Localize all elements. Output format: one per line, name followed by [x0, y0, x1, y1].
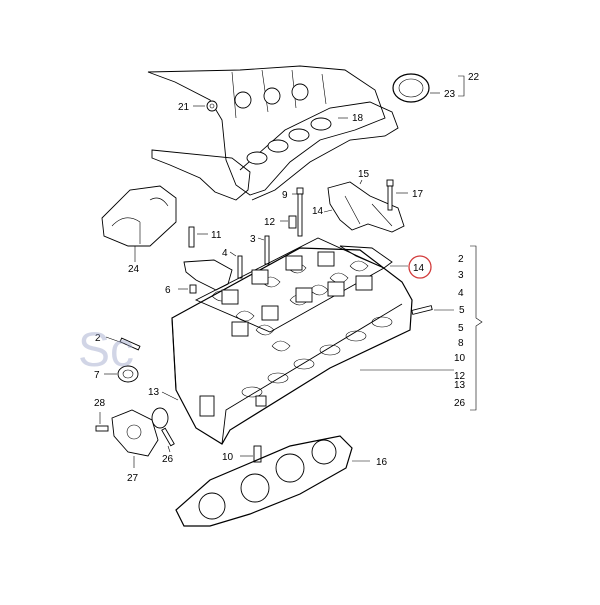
bearing-cap-24: [101, 185, 177, 262]
callout-27: 27: [127, 473, 139, 484]
head-gasket-16: [175, 435, 370, 527]
callout-7: 7: [94, 370, 100, 381]
seal-ring-23: [392, 73, 440, 103]
callout-10: 10: [222, 452, 234, 463]
callout-4: 4: [222, 248, 228, 259]
callout-21: 21: [178, 102, 190, 113]
callout-14-highlighted: 14: [413, 263, 425, 274]
valve-cover-gasket: [151, 101, 399, 201]
callout-17: 17: [412, 189, 424, 200]
callout-18: 18: [352, 113, 364, 124]
callout-9: 9: [282, 190, 288, 201]
bracket-item-7: 12: [454, 371, 466, 382]
bracket-item-5: 8: [458, 338, 464, 349]
bracket-item-4: 5: [458, 323, 464, 334]
housing-27: [111, 409, 159, 468]
callout-12: 12: [264, 217, 276, 228]
callout-5: 5: [459, 305, 465, 316]
callout-15: 15: [358, 169, 370, 180]
callout-24: 24: [128, 264, 140, 275]
bracket-item-2: 3: [458, 270, 464, 281]
callout-23: 23: [444, 89, 456, 100]
callout-13-left: 13: [148, 387, 160, 398]
nut-21: [193, 100, 218, 112]
valve-cover: [147, 65, 386, 196]
bracket-item-6: 10: [454, 353, 466, 364]
bracket-item-1: 2: [458, 254, 464, 265]
callout-16: 16: [376, 457, 388, 468]
bracket-item-8: 13: [454, 380, 466, 391]
callout-2: 2: [95, 333, 101, 344]
bolt-11: [188, 226, 208, 248]
cylinder-head: [171, 237, 413, 445]
seal-7: [104, 365, 139, 383]
callout-14-upper: 14: [312, 206, 324, 217]
bracket-item-9: 26: [454, 398, 466, 409]
bracket-item-3: 4: [458, 288, 464, 299]
callout-6: 6: [165, 285, 171, 296]
reference-bracket: [470, 245, 483, 411]
callout-28: 28: [94, 398, 106, 409]
callout-3: 3: [250, 234, 256, 245]
watermark: Sc: [78, 324, 134, 377]
bolt-9: [292, 187, 304, 237]
callout-26: 26: [162, 454, 174, 465]
callout-11: 11: [211, 230, 222, 241]
callout-22: 22: [468, 72, 480, 83]
bracket-15: [327, 179, 405, 233]
